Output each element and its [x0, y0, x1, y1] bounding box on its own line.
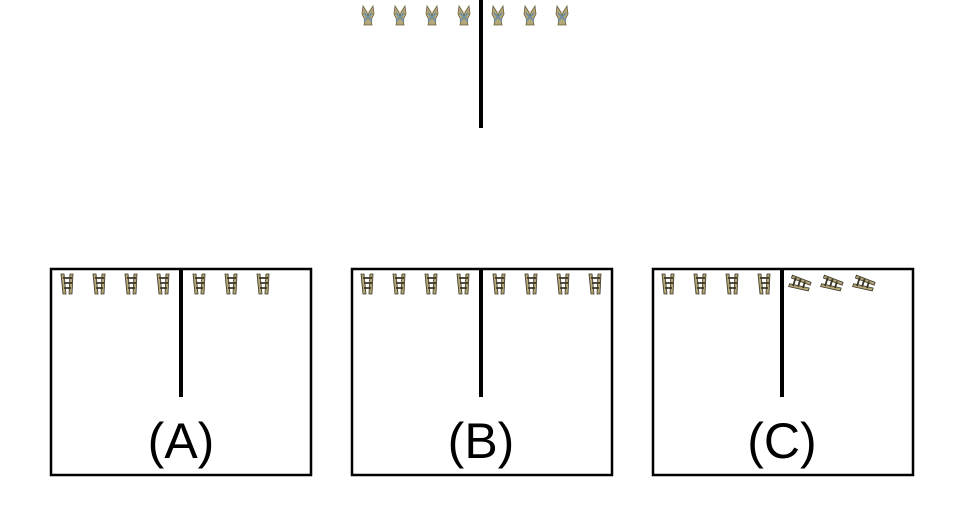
option-c-label: (C) [747, 413, 816, 469]
option-a-label: (A) [148, 413, 215, 469]
option-a[interactable]: (A) [49, 267, 313, 477]
option-b-label: (B) [448, 413, 515, 469]
reference-left-item [361, 5, 375, 26]
reference-items [361, 5, 569, 26]
reference-left-item [425, 5, 439, 26]
option-c[interactable]: (C) [651, 267, 915, 477]
reference-right-item [491, 5, 505, 26]
reference-left-item [457, 5, 471, 26]
reference-group [361, 0, 569, 128]
reference-right-item [523, 5, 537, 26]
option-b[interactable]: (B) [350, 267, 614, 477]
reference-right-item [555, 5, 569, 26]
reference-left-item [393, 5, 407, 26]
